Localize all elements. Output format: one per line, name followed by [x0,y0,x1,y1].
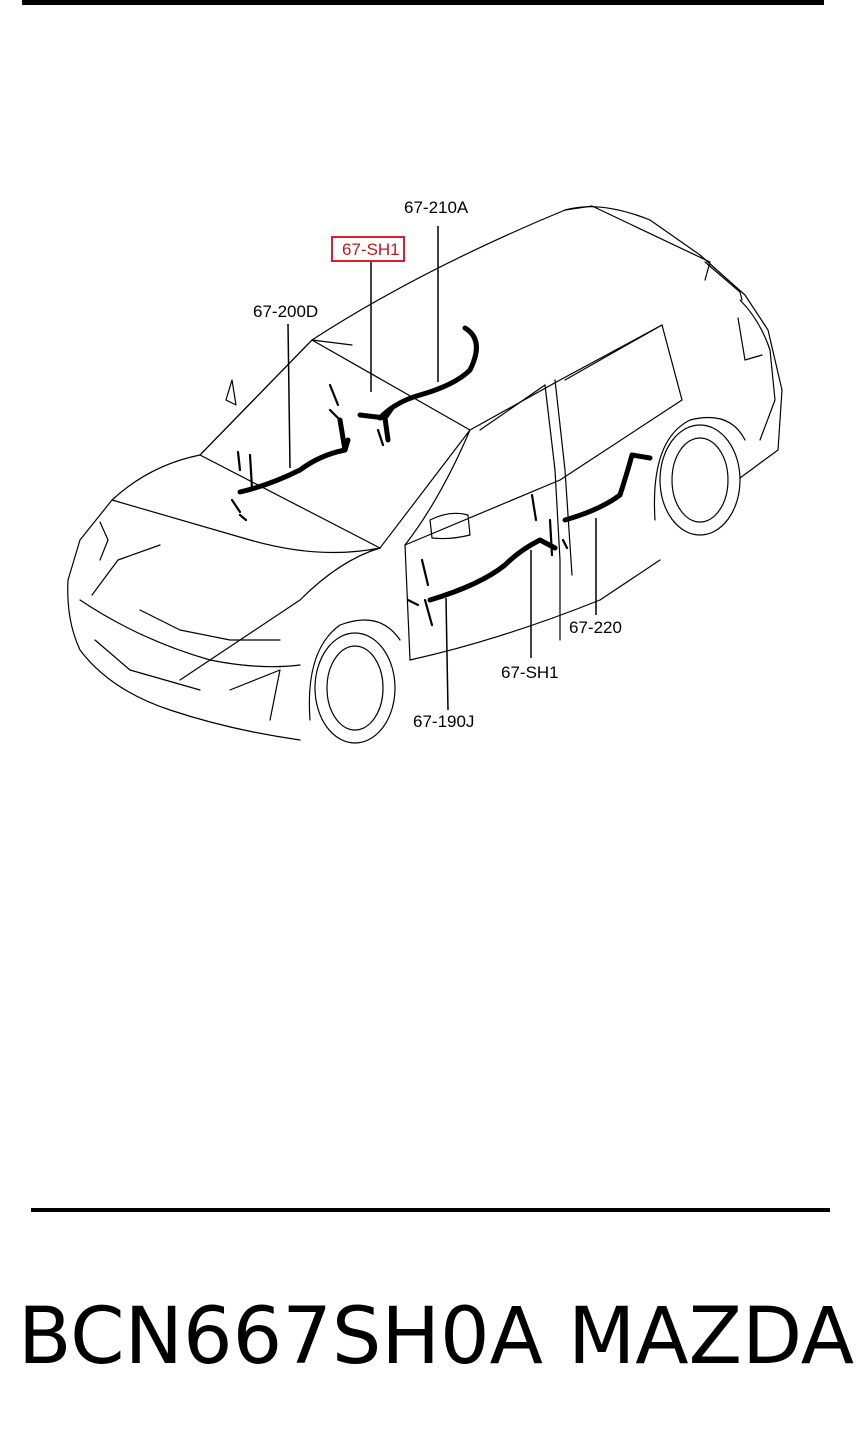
callout-67-220: 67-220 [569,618,622,637]
callout-67-200d: 67-200D [253,302,319,321]
wiring-harness-diagram: 67-210A 67-SH1 67-200D 67-220 67-SH1 67-… [67,198,783,744]
brand-name: MAZDA [568,1292,855,1382]
callout-67-sh1-bottom: 67-SH1 [501,663,559,682]
part-number: BCN667SH0A [18,1292,543,1382]
part-caption: BCN667SH0A MAZDA [18,1298,858,1388]
bottom-rule [31,1208,830,1212]
car-outline-illustration [67,205,783,744]
callout-67-210a: 67-210A [404,198,469,217]
callout-67-190j: 67-190J [413,712,475,731]
top-rule [22,0,824,5]
callout-67-sh1-top-highlighted[interactable]: 67-SH1 [331,236,405,262]
